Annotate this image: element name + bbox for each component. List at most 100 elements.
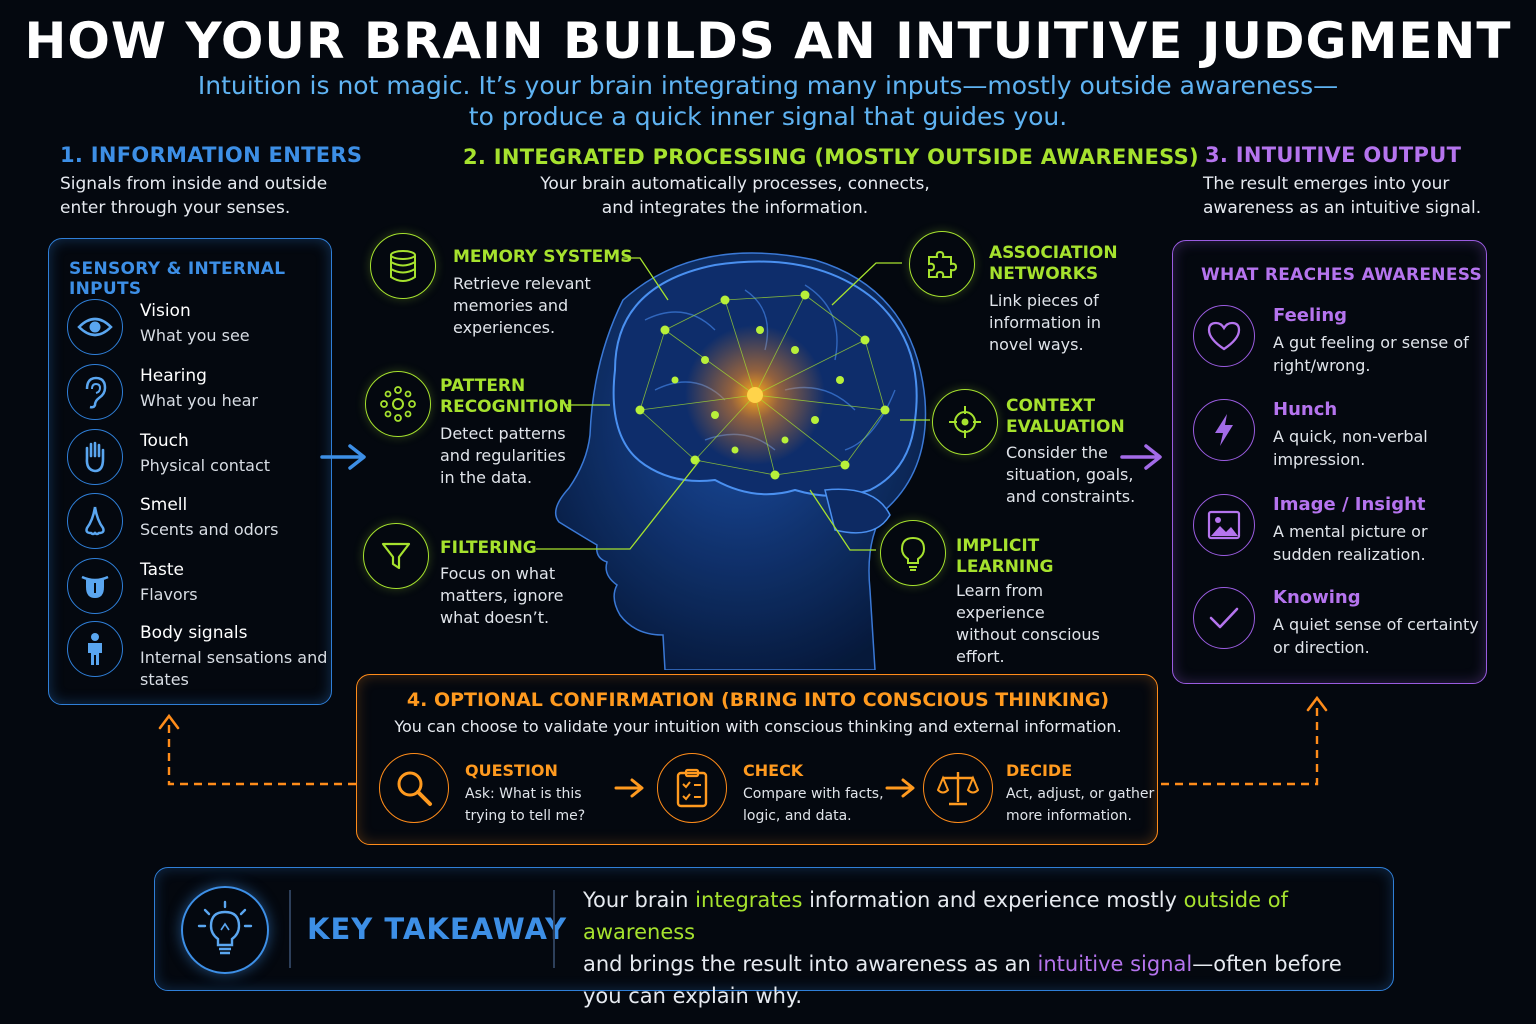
lightbulb-icon [880, 520, 946, 586]
process-title: IMPLICIT LEARNING [956, 536, 1053, 578]
section-1-desc-line: enter through your senses. [60, 198, 291, 218]
list-item: Taste Flavors [67, 558, 327, 618]
input-desc: What you hear [140, 391, 258, 410]
process-title: FILTERING [440, 538, 537, 558]
arrow-right-icon [1120, 444, 1162, 470]
takeaway-line-3: you can explain why. [583, 984, 803, 1008]
clipboard-icon [657, 753, 727, 823]
section-1-desc-line: Signals from inside and outside [60, 174, 328, 194]
list-item: Hunch A quick, non-verbal impression. [1193, 399, 1483, 469]
subtitle-line-2: to produce a quick inner signal that gui… [468, 102, 1068, 131]
process-desc-line: what doesn’t. [440, 608, 550, 627]
process-title-line: ASSOCIATION [989, 243, 1118, 263]
scale-icon [923, 753, 993, 823]
divider [289, 890, 291, 968]
input-desc: Flavors [140, 585, 198, 604]
takeaway-text: —often before [1192, 952, 1342, 976]
process-desc-line: Learn from [956, 581, 1044, 600]
brain-illustration [554, 252, 927, 670]
step-title: CHECK [743, 761, 804, 780]
process-desc: Detect patterns and regularities in the … [440, 423, 566, 489]
step-desc: Act, adjust, or gather more information. [1006, 783, 1154, 827]
return-arrow-right [1161, 695, 1328, 786]
ear-icon [67, 364, 123, 420]
section-2-description: Your brain automatically processes, conn… [480, 172, 990, 220]
section-3-description: The result emerges into your awareness a… [1203, 172, 1481, 220]
magnifier-icon [379, 753, 449, 823]
lightning-icon [1193, 399, 1255, 461]
tongue-icon [67, 558, 123, 614]
puzzle-icon [909, 231, 975, 297]
output-label: Hunch [1273, 399, 1338, 420]
output-desc: A quick, non-verbal impression. [1273, 427, 1428, 469]
heart-icon [1193, 305, 1255, 367]
panel-title: SENSORY & INTERNAL INPUTS [69, 259, 286, 299]
section-4-description: You can choose to validate your intuitio… [394, 717, 1122, 736]
step-desc-line: Act, adjust, or gather [1006, 786, 1155, 802]
step-title: DECIDE [1006, 761, 1073, 780]
process-title-line: LEARNING [956, 557, 1054, 577]
subtitle-line-1: Intuition is not magic. It’s your brain … [197, 71, 1339, 100]
hand-icon [67, 429, 123, 485]
output-desc: A gut feeling or sense of right/wrong. [1273, 333, 1469, 375]
process-desc: Focus on what matters, ignore what doesn… [440, 563, 563, 629]
step-title: QUESTION [465, 761, 558, 780]
process-desc-line: without conscious [956, 625, 1100, 644]
process-title-line: IMPLICIT [956, 536, 1040, 556]
process-desc-line: experience [956, 603, 1045, 622]
key-takeaway-text: Your brain integrates information and ex… [583, 884, 1373, 1012]
input-label: Smell [140, 495, 188, 515]
takeaway-text: and brings the result into awareness as … [583, 952, 1038, 976]
section-1-heading: 1. INFORMATION ENTERS [60, 143, 363, 167]
eye-icon [67, 299, 123, 355]
process-title-line: CONTEXT [1006, 396, 1096, 416]
panel-title: WHAT REACHES AWARENESS [1201, 265, 1483, 285]
step-desc-line: logic, and data. [743, 808, 852, 824]
process-title: PATTERN RECOGNITION [440, 376, 573, 418]
output-label: Knowing [1273, 587, 1361, 608]
list-item: Hearing What you hear [67, 364, 327, 424]
step-desc: Ask: What is this trying to tell me? [465, 783, 585, 827]
step-desc-line: Ask: What is this [465, 786, 582, 802]
process-desc-line: Link pieces of [989, 291, 1099, 310]
funnel-icon [363, 523, 429, 589]
process-desc-line: Detect patterns [440, 424, 566, 443]
process-desc: Learn from experience without conscious … [956, 580, 1100, 668]
section-2-desc-line: and integrates the information. [601, 198, 869, 218]
process-desc-line: in the data. [440, 468, 533, 487]
section-3-desc-line: The result emerges into your [1203, 174, 1450, 194]
target-icon [932, 389, 998, 455]
confirmation-panel: 4. OPTIONAL CONFIRMATION (BRING INTO CON… [356, 674, 1158, 845]
process-desc-line: experiences. [453, 318, 556, 337]
list-item: Knowing A quiet sense of certainty or di… [1193, 587, 1483, 657]
process-desc: Link pieces of information in novel ways… [989, 290, 1101, 356]
database-icon [370, 233, 436, 299]
process-desc-line: effort. [956, 647, 1005, 666]
takeaway-highlight: outside of awareness [583, 888, 1288, 944]
output-label: Image / Insight [1273, 494, 1426, 515]
list-item: Image / Insight A mental picture or sudd… [1193, 494, 1483, 564]
process-desc-line: information in [989, 313, 1102, 332]
takeaway-text: Your brain [583, 888, 696, 912]
takeaway-line-2: and brings the result into awareness as … [583, 948, 1373, 980]
network-icon [365, 371, 431, 437]
input-label: Touch [140, 431, 189, 451]
process-desc-line: situation, goals, [1006, 465, 1134, 484]
process-desc-line: matters, ignore [440, 586, 564, 605]
list-item: Feeling A gut feeling or sense of right/… [1193, 305, 1483, 375]
section-4-heading: 4. OPTIONAL CONFIRMATION (BRING INTO CON… [406, 689, 1110, 711]
process-title-line: NETWORKS [989, 264, 1099, 284]
divider [553, 890, 555, 968]
takeaway-highlight: intuitive signal [1037, 952, 1193, 976]
nose-icon [67, 493, 123, 549]
input-desc: Internal sensations and states [140, 648, 328, 689]
image-icon [1193, 494, 1255, 556]
key-takeaway-panel: KEY TAKEAWAY Your brain integrates infor… [154, 867, 1394, 1008]
takeaway-line-1: Your brain integrates information and ex… [583, 884, 1373, 948]
section-3-desc-line: awareness as an intuitive signal. [1203, 198, 1482, 218]
output-label: Feeling [1273, 305, 1348, 326]
section-1-description: Signals from inside and outside enter th… [60, 172, 327, 220]
section-3-heading: 3. INTUITIVE OUTPUT [1205, 143, 1462, 167]
takeaway-text: information and experience mostly [802, 888, 1184, 912]
